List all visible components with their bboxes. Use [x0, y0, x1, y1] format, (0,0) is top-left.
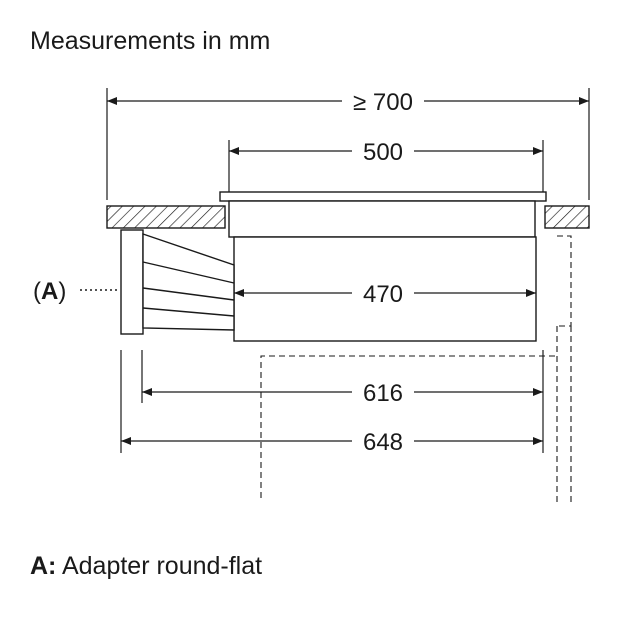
legend-key: A:	[30, 552, 57, 580]
dimension-glass-width: 500	[363, 139, 403, 166]
dimension-depth-outer: 648	[363, 429, 403, 456]
dimension-body-width: 470	[363, 281, 403, 308]
callout-close: )	[58, 278, 66, 305]
callout-label: (A)	[33, 278, 66, 305]
glass-top	[219, 191, 547, 202]
dimension-depth-inner: 616	[363, 380, 403, 407]
hob-body	[228, 200, 537, 342]
dimension-min-width: ≥ 700	[353, 89, 413, 116]
cabinet-outline	[260, 235, 572, 505]
legend: A: Adapter round-flat	[30, 552, 262, 581]
callout-letter: A	[41, 278, 58, 305]
diagram-title: Measurements in mm	[30, 27, 271, 55]
callout-open: (	[33, 278, 41, 305]
worktop	[106, 205, 590, 229]
legend-text: Adapter round-flat	[61, 552, 263, 580]
dimension-lines	[107, 97, 589, 445]
adapter-round-flat	[120, 229, 235, 335]
